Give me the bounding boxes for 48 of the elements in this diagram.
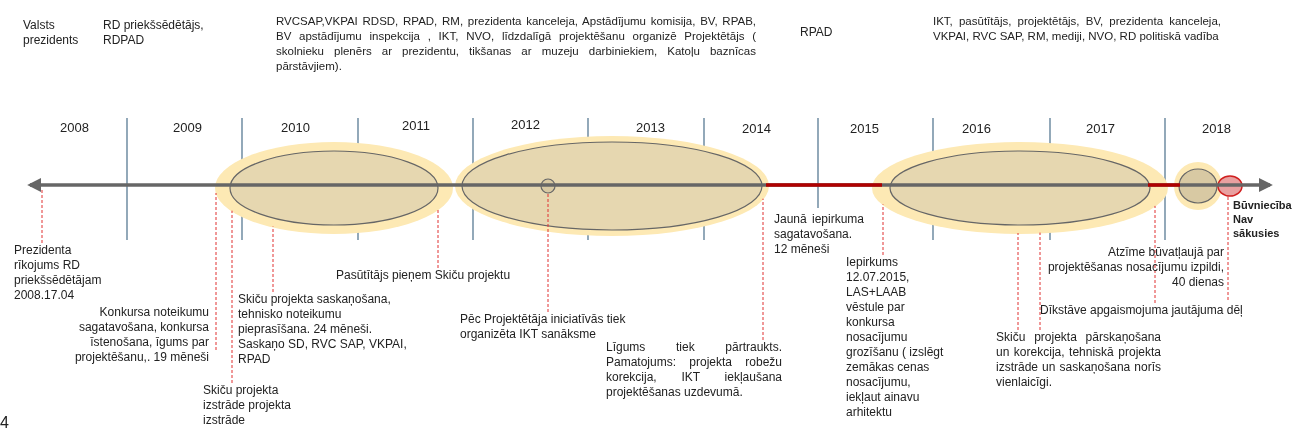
year-label: 2013: [636, 120, 665, 135]
year-label: 2008: [60, 120, 89, 135]
year-label: 2011: [402, 118, 430, 133]
highlight-ellipse: [215, 142, 453, 234]
event-note: Atzīme būvatļaujā par projektēšanas nosacījumu izpildi, 40 dienas: [1046, 245, 1224, 290]
year-label: 2016: [962, 121, 991, 136]
leader-line: [1154, 205, 1156, 304]
end-marker: [1217, 175, 1243, 197]
stakeholder-note: Valsts prezidents: [23, 18, 80, 48]
event-note: Iepirkums 12.07.2015, LAS+LAAB vēstule par konkursa nosacījumu grozīšanu ( izslēgt zemākas cenas nosacījumu, iekļaut ainavu arhitektu: [846, 255, 946, 420]
leader-line: [215, 192, 217, 351]
leader-line: [547, 192, 549, 313]
leader-line: [882, 203, 884, 256]
leader-line: [762, 198, 764, 341]
event-note: Skiču projekta pārskaņošana un korekcija, tehniskā projekta izstrāde un saskaņošana norīs vienlaicīgi.: [996, 330, 1161, 390]
leader-line: [437, 208, 439, 269]
year-label: 2014: [742, 121, 771, 136]
highlight-ellipse: [872, 142, 1168, 234]
year-label: 2017: [1086, 121, 1115, 136]
year-label: 2009: [173, 120, 202, 135]
event-note: Jaunā iepirkuma sagatavošana. 12 mēneši: [774, 212, 864, 257]
event-circle: [540, 178, 556, 194]
event-note: Pēc Projektētāja iniciatīvās tiek organizēta IKT sanāksme: [460, 312, 645, 342]
year-label: 2018: [1202, 121, 1231, 136]
highlight-ellipse: [1174, 162, 1222, 210]
event-note: Konkursa noteikumu sagatavošana, konkursa īstenošana, īgums par projektēšanu,. 19 mēneši: [70, 305, 209, 365]
stakeholder-note: RPAD: [800, 25, 834, 40]
leader-line: [41, 188, 43, 244]
page-number: 4: [0, 414, 9, 432]
stakeholder-note: RVCSAP,VKPAI RDSD, RPAD, RM, prezidenta kanceleja, Apstādījumu komisija, BV, RPAB, BV apstādījumu inspekcija , IKT, NVO, līdzdalīgā projektēšanu organizē Projektētājs ( skolnieku plenērs ar prezidentu, tikšanas ar muzeju darbiniekiem, Katoļu baznīcas pārstāvjiem).: [276, 14, 756, 74]
event-note: Pasūtītājs pieņem Skiču projektu: [336, 268, 536, 283]
event-note: Dīkstāve apgaismojuma jautājuma dēļ: [1040, 303, 1265, 318]
stakeholder-note: RD priekšsēdētājs, RDPAD: [103, 18, 205, 48]
leader-line: [1017, 232, 1019, 331]
event-note: Prezidenta rīkojums RD priekšsēdētājam 2008.17.04: [14, 243, 114, 303]
leader-line: [1039, 232, 1041, 331]
status-note: Būvniecība Nav sākusies: [1233, 198, 1293, 240]
highlight-ellipse: [455, 136, 769, 236]
leader-line: [231, 210, 233, 384]
year-label: 2015: [850, 121, 879, 136]
year-label: 2010: [281, 120, 310, 135]
leader-line: [1227, 195, 1229, 301]
event-note: Līgums tiek pārtraukts. Pamatojums: projekta robežu korekcija, IKT iekļaušana projektēšanas uzdevumā.: [606, 340, 782, 400]
event-note: Skiču projekta izstrāde projekta izstrāde: [203, 383, 303, 428]
stakeholder-note: IKT, pasūtītājs, projektētājs, BV, prezidenta kanceleja, VKPAI, RVC SAP, RM, mediji, NVO, RD politiskā vadība: [933, 14, 1221, 44]
leader-line: [272, 226, 274, 293]
event-note: Skiču projekta saskaņošana, tehnisko noteikumu pieprasīšana. 24 mēneši. Saskaņo SD, RVC SAP, VKPAI, RPAD: [238, 292, 408, 367]
year-label: 2012: [511, 117, 540, 132]
